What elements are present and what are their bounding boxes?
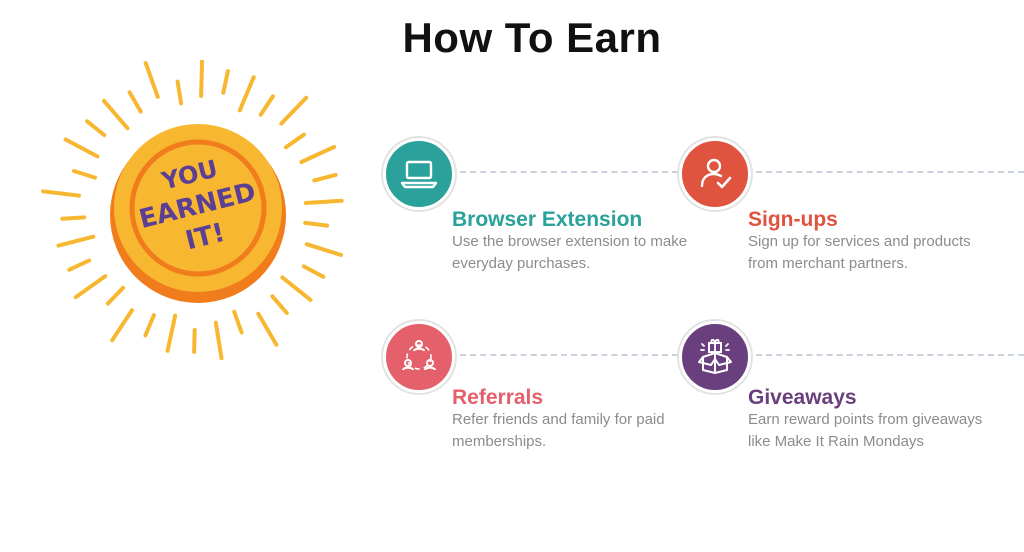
sun-ray [102,98,130,131]
you-earned-it-sun-illustration: YOU EARNED IT! [40,60,360,370]
card-desc-referrals: Refer friends and family for paid member… [452,411,665,450]
sun-ray [304,242,344,257]
sun-ray [301,264,326,279]
connector-line-row-2b [746,354,1024,356]
page-title: How To Earn [402,14,662,61]
sun-ray [63,137,100,159]
card-desc-browser-extension: Use the browser extension to make everyd… [452,233,688,272]
sun-ray [165,313,178,353]
laptop-icon [400,160,438,189]
sun-ray [41,189,81,198]
sun-ray [105,285,126,306]
card-title-sign-ups: Sign-ups [748,208,838,231]
sun-ray [221,69,230,95]
connector-line-row-2a [450,354,678,356]
sun-ray [312,172,338,183]
sun-ray [72,169,97,180]
sun-ray [303,220,330,228]
browser-extension-badge [383,138,455,210]
referral-cycle-icon [402,340,436,371]
sign-ups-badge [679,138,751,210]
sun-ray [60,215,87,221]
sun-ray [256,311,279,347]
sun-ray [175,79,184,106]
connector-line-row-1a [450,171,678,173]
sun-ray [143,61,160,99]
card-desc-giveaways: Earn reward points from giveaways like M… [748,411,983,450]
sun-ray [199,60,205,98]
card-desc-sign-ups: Sign up for services and products from m… [748,233,971,272]
sun-ray [192,328,197,354]
sun-ray [232,309,244,335]
sun-ray [110,308,134,343]
sun-ray [213,320,224,361]
sun-icon: YOU EARNED IT! [41,60,344,361]
connector-line-row-1b [746,171,1024,173]
sun-ray [85,119,107,138]
sun-ray [67,258,92,272]
card-title-giveaways: Giveaways [748,386,857,409]
user-check-icon [700,158,732,189]
sun-ray [270,294,289,315]
referrals-badge [383,321,455,393]
card-title-referrals: Referrals [452,386,544,409]
sun-ray [280,275,313,302]
giveaways-badge [679,321,751,393]
sun-ray [127,90,143,114]
sun-ray [258,94,275,117]
sun-ray [283,132,306,150]
sun-ray [279,95,309,126]
sun-ray [303,198,344,205]
gift-box-icon [698,338,732,374]
sun-ray [237,75,256,113]
sun-ray [73,274,108,300]
sun-ray [299,144,337,164]
sun-ray [56,234,96,248]
card-title-browser-extension: Browser Extension [452,208,643,231]
sun-ray [143,313,156,338]
